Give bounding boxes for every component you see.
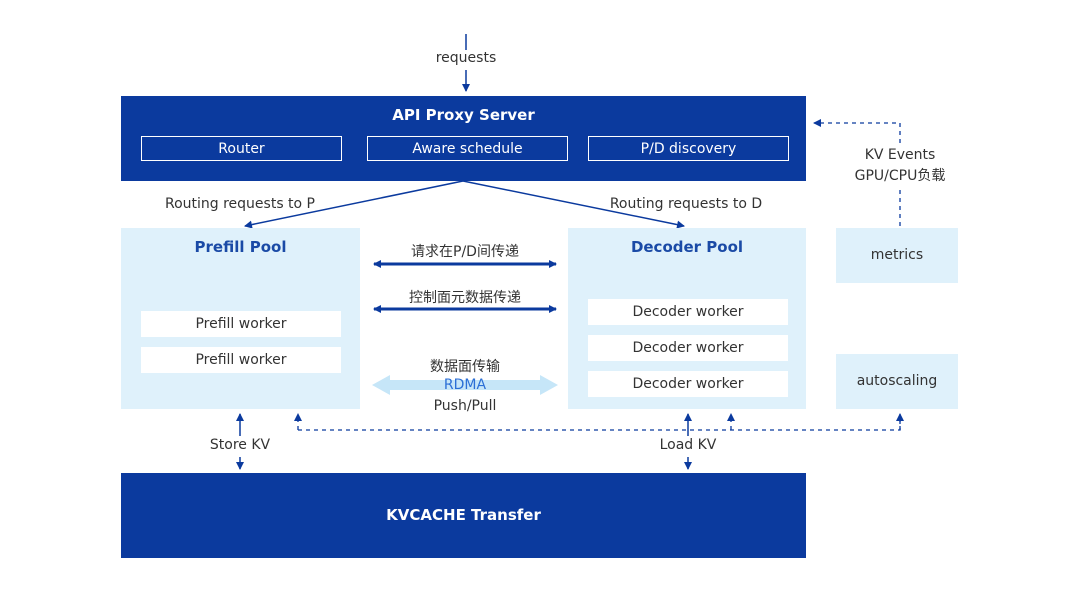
routing-to-p-label: Routing requests to P xyxy=(164,196,316,212)
decoder-pool: Decoder Pool Decoder worker Decoder work… xyxy=(568,228,806,409)
gpu-cpu-load-label: GPU/CPU负载 xyxy=(854,168,946,184)
decoder-worker-2: Decoder worker xyxy=(588,335,788,361)
router-box: Router xyxy=(141,136,342,161)
api-proxy-server: API Proxy Server Router Aware schedule P… xyxy=(121,96,806,181)
store-kv-label: Store KV xyxy=(209,437,271,453)
kv-events-label: KV Events xyxy=(864,147,936,163)
decoder-worker-3: Decoder worker xyxy=(588,371,788,397)
rdma-label: RDMA xyxy=(443,377,487,393)
kvcache-transfer-title: KVCACHE Transfer xyxy=(386,506,541,524)
metrics-dashed-line xyxy=(298,414,901,431)
data-plane-label: 数据面传输 xyxy=(430,359,500,375)
route-to-decoder-arrow xyxy=(462,180,685,229)
api-proxy-title: API Proxy Server xyxy=(392,106,535,124)
autoscaling-label: autoscaling xyxy=(856,373,938,389)
control-transfer-label: 控制面元数据传递 xyxy=(409,290,521,306)
load-kv-label: Load KV xyxy=(659,437,717,453)
prefill-worker-1: Prefill worker xyxy=(141,311,341,337)
kvcache-transfer: KVCACHE Transfer xyxy=(121,473,806,558)
prefill-pool-title: Prefill Pool xyxy=(194,238,287,256)
pd-discovery-box: P/D discovery xyxy=(588,136,789,161)
metrics-box: metrics xyxy=(836,228,958,283)
decoder-worker-1: Decoder worker xyxy=(588,299,788,325)
push-pull-label: Push/Pull xyxy=(433,398,497,414)
request-transfer-label: 请求在P/D间传递 xyxy=(411,244,519,260)
prefill-pool: Prefill Pool Prefill worker Prefill work… xyxy=(121,228,360,409)
aware-schedule-box: Aware schedule xyxy=(367,136,568,161)
requests-label: requests xyxy=(435,50,497,66)
prefill-worker-2: Prefill worker xyxy=(141,347,341,373)
routing-to-d-label: Routing requests to D xyxy=(609,196,763,212)
metrics-label: metrics xyxy=(870,247,924,263)
autoscaling-box: autoscaling xyxy=(836,354,958,409)
route-to-prefill-arrow xyxy=(244,180,464,229)
events-dashed-line-top xyxy=(813,119,901,143)
decoder-pool-title: Decoder Pool xyxy=(630,238,744,256)
rdma-arrow xyxy=(372,375,558,395)
